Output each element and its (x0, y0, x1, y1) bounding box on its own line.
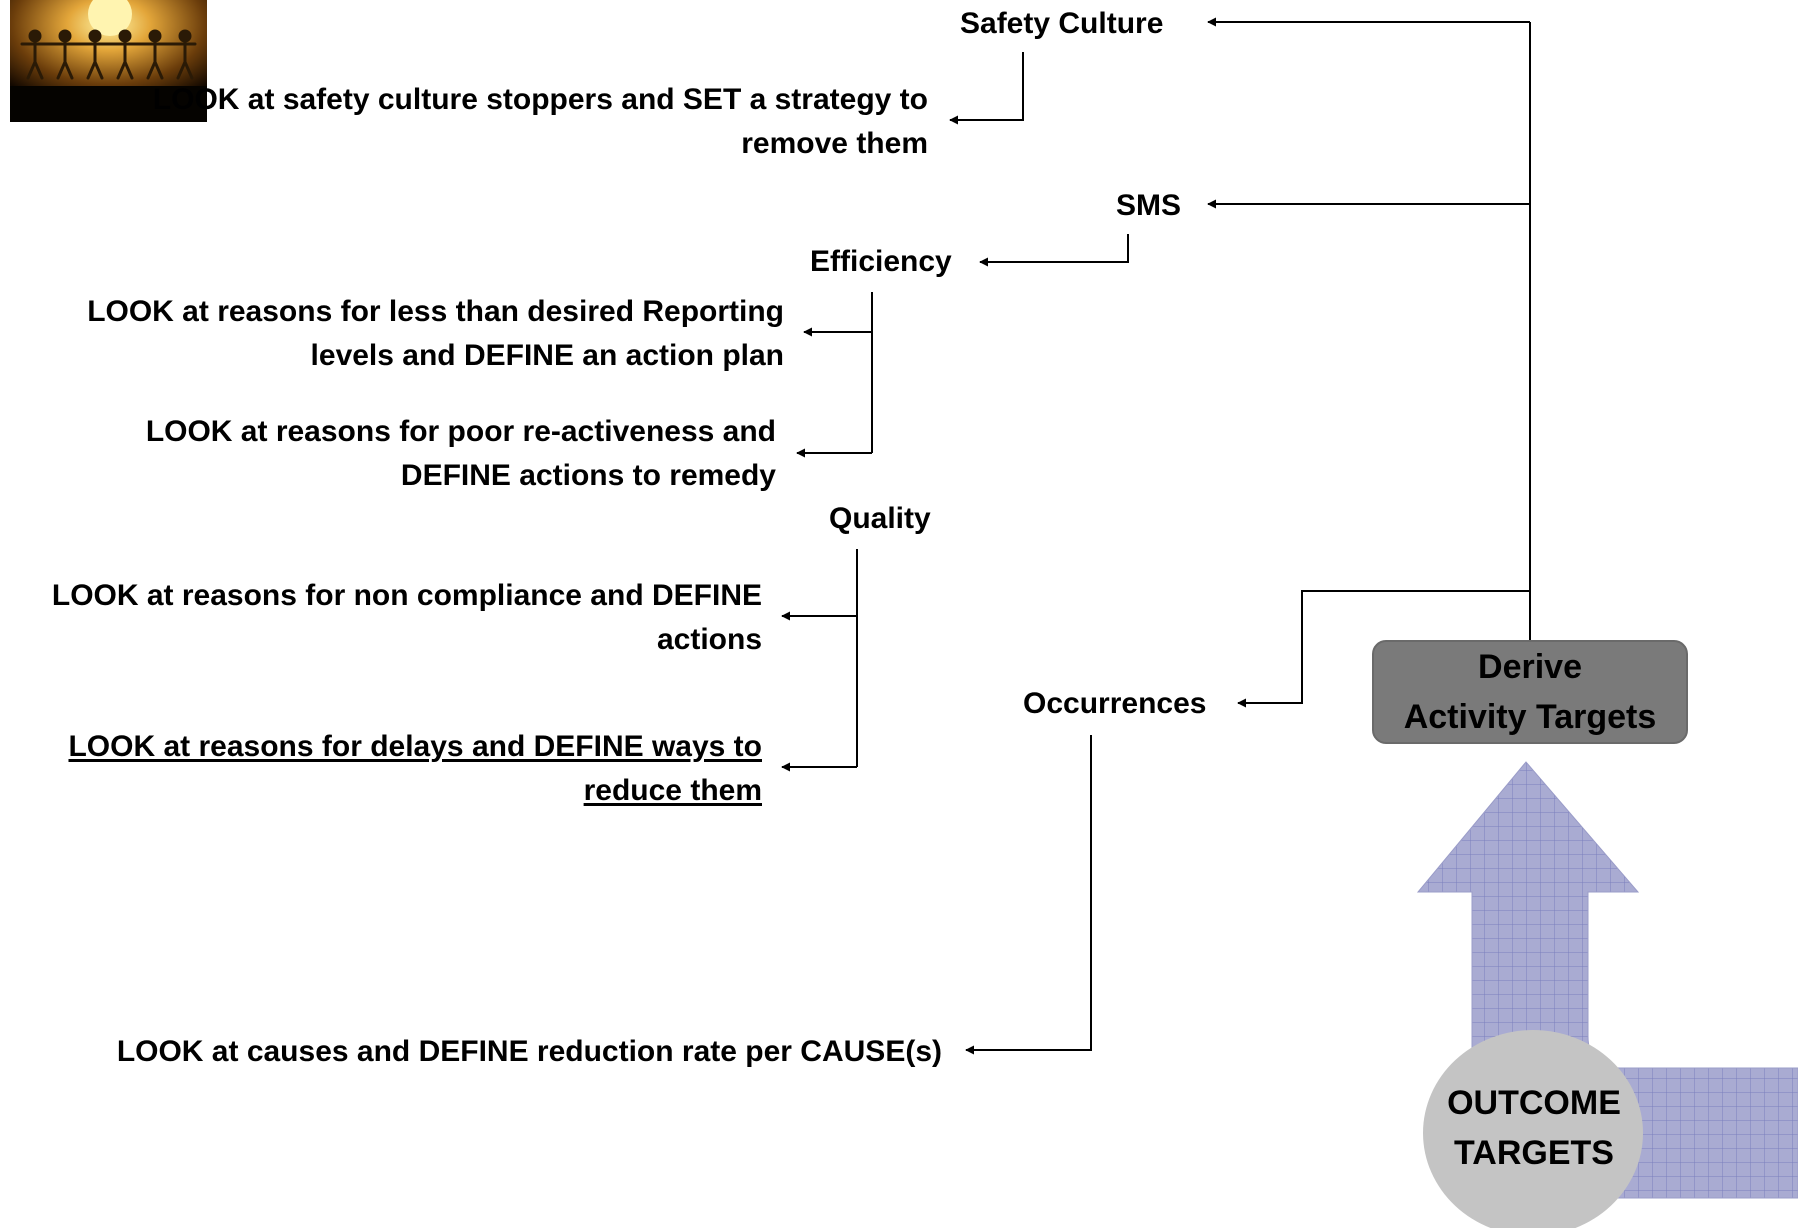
action-quality-delays-line-2: reduce them (583, 774, 762, 807)
outcome-targets-label: OUTCOME TARGETS (1424, 1078, 1644, 1178)
derive-activity-targets-box (1372, 640, 1688, 744)
outcome-line-2: TARGETS (1454, 1134, 1614, 1172)
arrow-to-occurrences (1237, 590, 1530, 708)
node-efficiency: Efficiency (810, 245, 952, 278)
node-sms: SMS (1116, 189, 1182, 222)
action-occurrences-causes-line-1: LOOK at causes and DEFINE reduction rate… (116, 1035, 942, 1068)
action-efficiency-reporting: LOOK at reasons for less than desired Re… (20, 290, 784, 378)
action-safety-culture-line-1: LOOK at safety culture stoppers and SET … (152, 83, 928, 116)
node-quality: Quality (829, 502, 931, 535)
outcome-targets-circle (1423, 1030, 1643, 1228)
action-quality-compliance: LOOK at reasons for non compliance and D… (8, 574, 762, 662)
action-quality-compliance-line-2: actions (656, 623, 762, 656)
action-safety-culture-line-2: remove them (741, 127, 928, 160)
node-safety-culture: Safety Culture (960, 7, 1164, 40)
action-quality-compliance-line-1: LOOK at reasons for non compliance and D… (51, 579, 762, 612)
action-efficiency-reactiveness-line-2: DEFINE actions to remedy (400, 459, 776, 492)
action-safety-culture: LOOK at safety culture stoppers and SET … (90, 78, 928, 166)
lightbulb-people-logo-icon (10, 0, 207, 122)
action-efficiency-reactiveness-line-1: LOOK at reasons for poor re-activeness a… (145, 415, 776, 448)
outcome-line-1: OUTCOME (1447, 1084, 1621, 1122)
arrow-occurrences-causes (965, 735, 1092, 1055)
action-efficiency-reactiveness: LOOK at reasons for poor re-activeness a… (20, 410, 776, 498)
derive-activity-targets-label: Derive Activity Targets (1372, 642, 1688, 742)
action-occurrences-causes: LOOK at causes and DEFINE reduction rate… (20, 1030, 942, 1074)
action-quality-delays: LOOK at reasons for delays and DEFINE wa… (8, 725, 762, 813)
action-efficiency-reporting-line-1: LOOK at reasons for less than desired Re… (87, 295, 784, 328)
arrow-sms-to-efficiency (979, 234, 1129, 267)
arrow-safety-culture-action (949, 52, 1024, 125)
action-efficiency-reporting-line-2: levels and DEFINE an action plan (310, 339, 784, 372)
derive-line-1: Derive (1478, 648, 1582, 686)
action-quality-delays-line-1: LOOK at reasons for delays and DEFINE wa… (68, 730, 762, 763)
derive-line-2: Activity Targets (1403, 698, 1657, 736)
connector-lines (781, 17, 1531, 1055)
node-occurrences: Occurrences (1023, 687, 1207, 720)
